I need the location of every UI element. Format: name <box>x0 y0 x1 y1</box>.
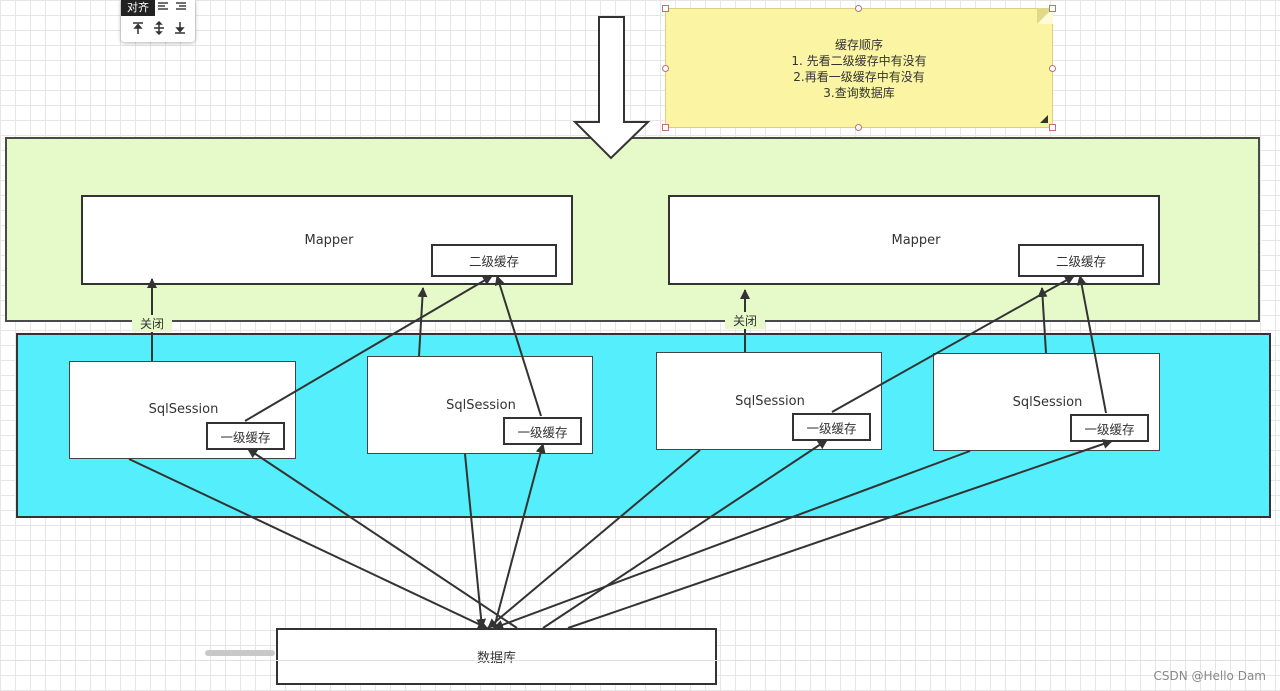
align-bottom-icon[interactable] <box>173 21 187 35</box>
db-to-cache <box>542 439 828 629</box>
selection-handle[interactable] <box>1049 5 1056 12</box>
note-fold-corner <box>1037 8 1053 24</box>
note-line: 2.再看一级缓存中有没有 <box>793 70 925 84</box>
align-top-icon[interactable] <box>131 21 145 35</box>
cache-arrow <box>831 275 1075 413</box>
note-line: 1. 先看二级缓存中有没有 <box>791 54 927 68</box>
resize-grip-icon[interactable] <box>1040 115 1048 123</box>
selection-handle[interactable] <box>855 124 862 131</box>
selection-handle[interactable] <box>1049 65 1056 72</box>
db-line <box>464 453 487 629</box>
first-level-cache-box[interactable]: 一级缓存 <box>792 413 871 441</box>
sqlsession-box-3[interactable]: SqlSession 一级缓存 <box>656 352 882 450</box>
selection-handle[interactable] <box>1049 124 1056 131</box>
mapper-label: Mapper <box>891 233 941 248</box>
selection-handle[interactable] <box>662 65 669 72</box>
db-line <box>128 458 488 629</box>
sqlsession-label: SqlSession <box>735 394 805 409</box>
close-label: 关闭 <box>132 315 172 332</box>
cache-arrow <box>1076 275 1107 414</box>
note-line: 3.查询数据库 <box>823 86 895 100</box>
note-title: 缓存顺序 <box>834 38 883 52</box>
database-box[interactable]: 数据库 <box>276 628 717 685</box>
second-level-cache-box[interactable]: 二级缓存 <box>431 244 557 277</box>
cache-arrow <box>494 275 542 417</box>
close-label: 关闭 <box>725 312 765 329</box>
sqlsession-label: SqlSession <box>148 402 219 417</box>
sqlsession-box-1[interactable]: SqlSession 一级缓存 <box>69 361 296 459</box>
mapper-box-1[interactable]: Mapper 二级缓存 <box>81 195 573 285</box>
cache-arrow <box>244 275 493 422</box>
db-line <box>493 450 971 630</box>
align-toolbar: 对齐 <box>121 0 195 42</box>
db-to-cache <box>493 443 546 629</box>
align-tooltip: 对齐 <box>121 0 155 16</box>
selection-handle[interactable] <box>662 124 669 131</box>
sqlsession-box-2[interactable]: SqlSession 一级缓存 <box>367 356 593 454</box>
page-boundary <box>0 660 1280 661</box>
database-label: 数据库 <box>476 651 516 666</box>
align-left-icon[interactable] <box>157 0 169 12</box>
entry-down-arrow <box>572 16 651 160</box>
watermark: CSDN @Hello Dam <box>1153 669 1266 683</box>
selection-handle[interactable] <box>855 5 862 12</box>
horizontal-scrollbar[interactable] <box>205 650 275 656</box>
sqlsession-box-4[interactable]: SqlSession 一级缓存 <box>933 353 1160 451</box>
session-arrow <box>417 287 428 357</box>
db-to-cache <box>567 439 1113 629</box>
align-middle-icon[interactable] <box>152 20 166 36</box>
db-to-cache <box>247 448 518 629</box>
first-level-cache-box[interactable]: 一级缓存 <box>206 422 285 450</box>
mapper-label: Mapper <box>304 233 354 248</box>
sqlsession-label: SqlSession <box>1012 395 1083 410</box>
db-line <box>487 449 701 629</box>
selection-handle[interactable] <box>662 5 669 12</box>
cache-order-note[interactable]: 缓存顺序 1. 先看二级缓存中有没有 2.再看一级缓存中有没有 3.查询数据库 <box>665 8 1053 128</box>
align-center-icon[interactable] <box>175 0 187 12</box>
session-arrow <box>1037 287 1048 354</box>
sqlsession-label: SqlSession <box>446 398 516 413</box>
